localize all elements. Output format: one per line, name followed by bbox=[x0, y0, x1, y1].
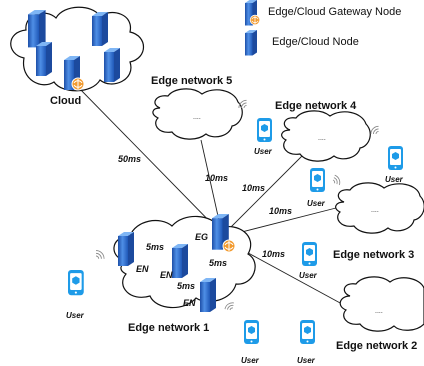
phone-icon bbox=[257, 118, 272, 142]
edge-network-5-label: Edge network 5 bbox=[151, 75, 232, 87]
wifi-icon bbox=[370, 125, 379, 135]
wifi-icon bbox=[95, 250, 105, 260]
user-label: User bbox=[66, 311, 85, 320]
legend-gateway-badge-icon bbox=[249, 14, 261, 26]
edge-node-label-3: EN bbox=[183, 298, 196, 308]
edge-node-label-2: EN bbox=[160, 270, 173, 280]
phone-icon bbox=[302, 242, 317, 266]
user-label: User bbox=[385, 175, 404, 184]
edge-network-4-shape bbox=[281, 110, 371, 162]
edge-node-icon bbox=[172, 244, 188, 278]
ellipsis-net2: .... bbox=[375, 308, 383, 315]
edge-node-label-1: EN bbox=[136, 264, 149, 274]
user-label: User bbox=[299, 271, 318, 280]
link-cloud-gateway bbox=[76, 85, 223, 235]
legend: Edge/Cloud Gateway Node Edge/Cloud Node bbox=[245, 0, 401, 56]
cloud-gateway-badge-icon bbox=[71, 77, 85, 91]
user-label: User bbox=[241, 356, 260, 365]
latency-net2: 10ms bbox=[262, 249, 285, 259]
wifi-icon bbox=[331, 174, 343, 186]
latency-en-bottom: 5ms bbox=[177, 281, 195, 291]
edge-network-1-label: Edge network 1 bbox=[128, 322, 209, 334]
cloud-server-icon bbox=[104, 48, 120, 82]
legend-node-icon bbox=[245, 30, 257, 56]
legend-gateway-label: Edge/Cloud Gateway Node bbox=[268, 6, 401, 18]
edge-network-3-shape bbox=[335, 182, 424, 234]
edge-network-2-label: Edge network 2 bbox=[336, 340, 417, 352]
user-label: User bbox=[297, 356, 316, 365]
link-net4-gateway bbox=[223, 149, 309, 235]
latency-en-mid: 5ms bbox=[209, 258, 227, 268]
cloud-label: Cloud bbox=[50, 95, 81, 107]
phone-icon bbox=[68, 270, 84, 296]
gateway-label: EG bbox=[195, 232, 208, 242]
latency-en-top: 5ms bbox=[146, 242, 164, 252]
legend-node-label: Edge/Cloud Node bbox=[272, 36, 359, 48]
latency-net3: 10ms bbox=[269, 206, 292, 216]
phone-icon bbox=[388, 146, 403, 170]
edge-network-2-shape bbox=[339, 276, 424, 332]
cloud-server-icon bbox=[92, 12, 108, 46]
latency-cloud: 50ms bbox=[118, 154, 141, 164]
edge-network-5-shape bbox=[152, 88, 243, 140]
edge-network-4-label: Edge network 4 bbox=[275, 100, 357, 112]
edge-node-icon bbox=[118, 232, 134, 266]
phone-icon bbox=[310, 168, 325, 192]
labels: Cloud Edge network 5 Edge network 4 Edge… bbox=[50, 75, 417, 365]
ellipsis-net4: .... bbox=[318, 135, 326, 142]
edge-node-icon bbox=[200, 278, 216, 312]
latency-net5: 10ms bbox=[205, 173, 228, 183]
user-label: User bbox=[307, 199, 326, 208]
ellipsis-net3: .... bbox=[371, 207, 379, 214]
phone-icon bbox=[300, 320, 315, 344]
cloud-server-icon bbox=[36, 42, 52, 76]
ellipsis-net5: .... bbox=[193, 114, 201, 121]
wifi-icon bbox=[224, 301, 235, 311]
latency-net4: 10ms bbox=[242, 183, 265, 193]
cloud-server-icon bbox=[28, 10, 46, 48]
edge-network-3-label: Edge network 3 bbox=[333, 249, 414, 261]
phone-icon bbox=[244, 320, 259, 344]
edge-gateway-badge-icon bbox=[222, 239, 236, 253]
user-label: User bbox=[254, 147, 273, 156]
